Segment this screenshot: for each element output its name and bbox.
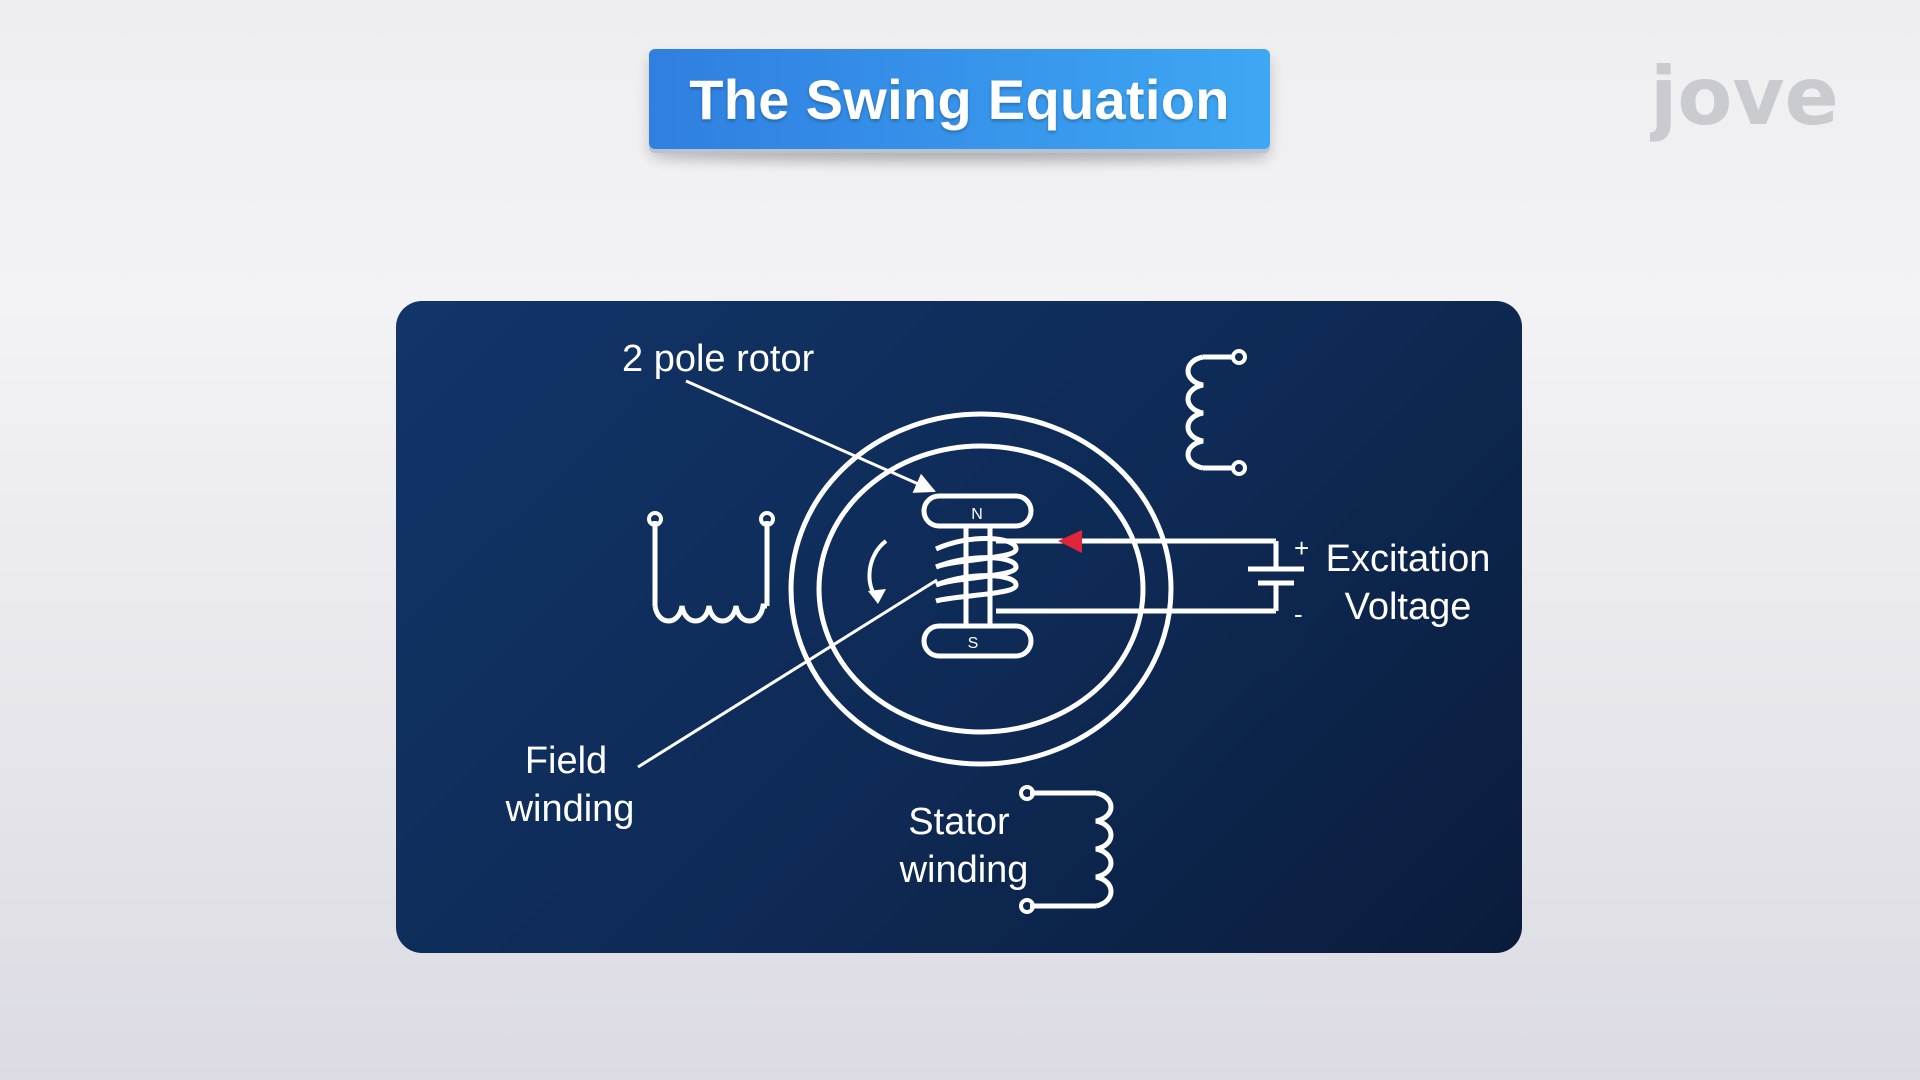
stator-coil-top-right — [1185, 349, 1247, 476]
title-banner-shadow — [656, 145, 1268, 163]
jove-logo: jove — [1650, 52, 1839, 143]
excitation-circuit — [996, 530, 1279, 614]
stator-ring — [788, 411, 1174, 767]
field-winding-coil — [934, 536, 1019, 604]
rotor-pointer-line — [685, 379, 936, 493]
positive-terminal-label: + — [1294, 533, 1309, 563]
rotor: N S — [921, 493, 1034, 659]
excitation-label-line1: Excitation — [1326, 538, 1491, 580]
excitation-label-line2: Voltage — [1345, 586, 1472, 628]
rotor-north-pole — [921, 493, 1034, 529]
field-winding-label-line1: Field — [525, 740, 607, 782]
stator-winding-label-line1: Stator — [908, 801, 1010, 843]
current-arrow-icon — [1058, 530, 1082, 553]
field-winding-pointer-line — [637, 578, 938, 769]
generator-diagram: N S + - — [505, 338, 1491, 914]
stator-coil-bottom — [1019, 785, 1114, 914]
stator-winding-label-line2: winding — [899, 849, 1029, 891]
diagram-panel: N S + - — [396, 301, 1522, 953]
page-title: The Swing Equation — [689, 67, 1230, 131]
jove-logo-text: jove — [1650, 52, 1839, 143]
title-banner: The Swing Equation — [649, 49, 1270, 149]
rotor-south-pole — [921, 623, 1034, 659]
south-pole-label: S — [968, 635, 979, 652]
battery-icon — [1248, 566, 1304, 586]
field-winding-label-line2: winding — [505, 788, 635, 830]
negative-terminal-label: - — [1294, 599, 1303, 629]
rotation-arrow-icon — [867, 539, 888, 604]
rotor-label: 2 pole rotor — [622, 338, 815, 380]
north-pole-label: N — [971, 506, 983, 523]
stator-coil-left — [647, 511, 775, 624]
